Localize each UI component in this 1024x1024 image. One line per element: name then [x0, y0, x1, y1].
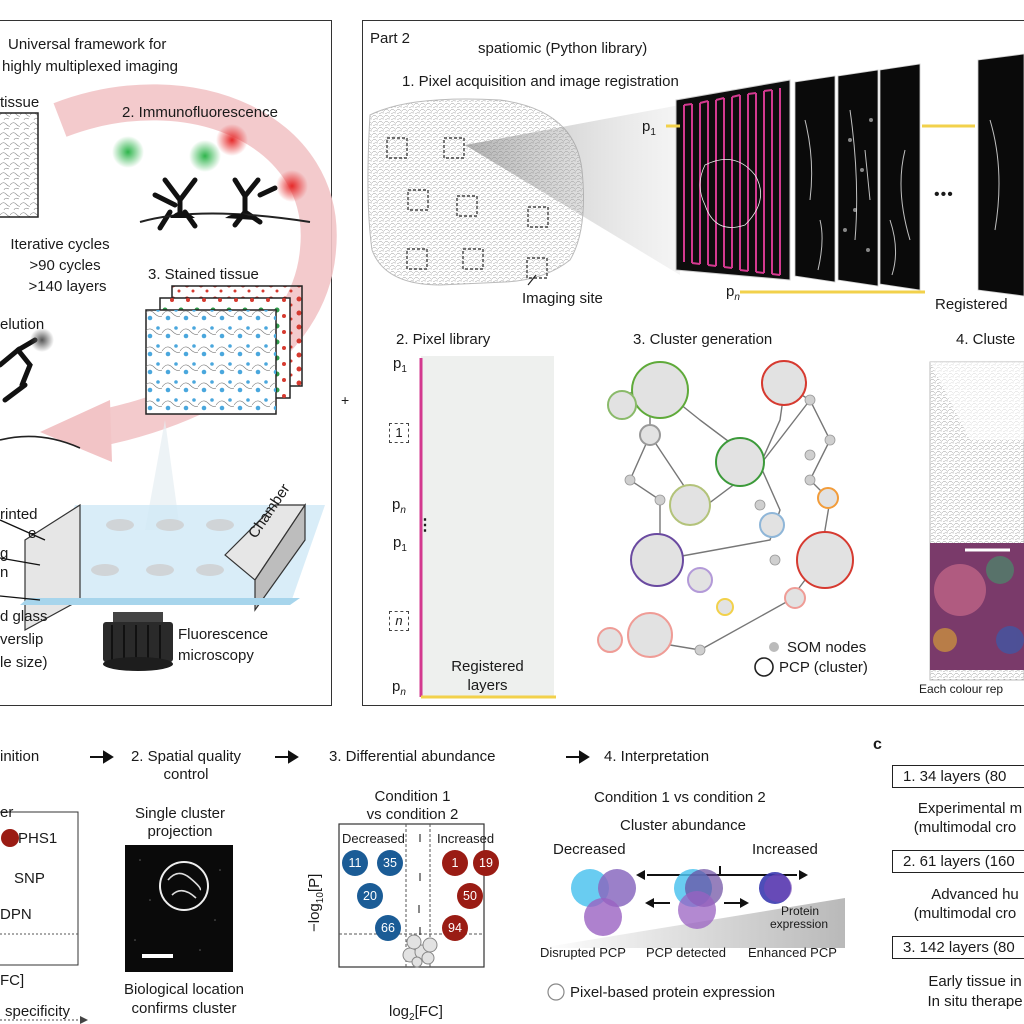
protein-line1: Protein — [780, 904, 820, 918]
marker-snp: SNP — [14, 870, 45, 887]
volcano-dot-1: 1 — [442, 850, 468, 876]
legend-som: SOM nodes — [787, 639, 867, 656]
panel-c-row3-line1: Early tissue in — [928, 973, 1022, 990]
specificity-cut: specificity — [5, 1003, 71, 1020]
glass-line3: le size) — [0, 654, 48, 671]
bio-location-line1: Biological location — [123, 981, 245, 998]
iterative-line2: >90 cycles — [29, 257, 101, 274]
lib-box-n: n — [389, 611, 409, 631]
protein-line2: expression — [769, 917, 829, 931]
printed-line2: e — [28, 525, 37, 542]
bottom-definition-cut: inition — [0, 748, 40, 765]
bottom-step4: 4. Interpretation — [604, 748, 710, 765]
bottom-step2-line1: 2. Spatial quality — [130, 748, 242, 765]
cond-line1: Condition 1 — [374, 788, 451, 805]
marker-dpn: DPN — [0, 906, 32, 923]
cluster-abundance: Cluster abundance — [620, 817, 746, 834]
volcano-xlabel: log2[FC] — [389, 1003, 443, 1023]
plus-sign: + — [341, 392, 350, 408]
marker-fc-cut: FC] — [0, 972, 25, 989]
bio-location-line2: confirms cluster — [131, 1000, 237, 1017]
part2-panel — [362, 20, 1024, 706]
lib-pn2: pn — [392, 678, 406, 698]
registered-cut-label: Registered — [935, 296, 1008, 313]
glass-line1: d glass — [0, 608, 48, 625]
volcano-dot-11: 11 — [342, 850, 368, 876]
pixel-based-legend: Pixel-based protein expression — [570, 984, 776, 1001]
panel-c-row1-line2: (multimodal cro — [913, 819, 1017, 836]
cond-line2: vs condition 2 — [366, 806, 459, 823]
panel-c-row2-box: 2. 61 layers (160 — [892, 850, 1024, 873]
step1-title: 1. Pixel acquisition and image registrat… — [402, 73, 679, 90]
lib-p1: p1 — [393, 355, 407, 375]
panel-c-row1-line1: Experimental m — [917, 800, 1023, 817]
volcano-dot-19: 19 — [473, 850, 499, 876]
g-line2: n — [0, 564, 9, 581]
g-line1: g — [0, 545, 9, 562]
panel-c-row3-line2: In situ therape — [927, 993, 1023, 1010]
interp-decreased: Decreased — [553, 841, 626, 858]
single-cluster-line1: Single cluster — [134, 805, 226, 822]
marker-header-cut: er — [0, 804, 14, 821]
volcano-increased: Increased — [437, 831, 495, 846]
part1-title-line1: Universal framework for — [8, 36, 167, 53]
step4-title-cut: 4. Cluste — [956, 331, 1016, 348]
volcano-dot-20: 20 — [357, 883, 383, 909]
lib-pn: pn — [392, 496, 406, 516]
stained-tissue-label: 3. Stained tissue — [148, 266, 259, 283]
lib-vdots: ⋮ — [417, 517, 433, 534]
volcano-ylabel: −log10[P] — [306, 873, 326, 932]
part1-title-line2: highly multiplexed imaging — [2, 58, 178, 75]
part2-label: Part 2 — [370, 30, 411, 47]
registered-layers-line1: Registered — [451, 658, 524, 675]
interp-increased: Increased — [752, 841, 818, 858]
fluorescence-line1: Fluorescence — [178, 626, 269, 643]
imaging-site-label: Imaging site — [522, 290, 603, 307]
panel-c-row2-line2: (multimodal cro — [913, 905, 1017, 922]
interp-disrupted: Disrupted PCP — [540, 945, 626, 960]
registered-layers-line2: layers — [467, 677, 508, 694]
tissue-label: tissue — [0, 94, 40, 111]
marker-phs1: PHS1 — [18, 830, 58, 847]
lib-p1b: p1 — [393, 534, 407, 554]
stack-ellipsis: ••• — [934, 186, 954, 203]
pn-label: pn — [726, 283, 740, 303]
interp-detected: PCP detected — [646, 945, 726, 960]
each-colour-cut: Each colour rep — [919, 682, 1004, 696]
immunofluorescence-label: 2. Immunofluorescence — [122, 104, 278, 121]
bottom-step2-line2: control — [163, 766, 209, 783]
bottom-step3: 3. Differential abundance — [329, 748, 496, 765]
fluorescence-line2: microscopy — [178, 647, 254, 664]
volcano-dot-66: 66 — [375, 915, 401, 941]
panel-c-row2-line1: Advanced hu — [931, 886, 1019, 903]
printed-line1: rinted — [0, 506, 38, 523]
interp-title: Condition 1 vs condition 2 — [594, 789, 766, 806]
single-cluster-line2: projection — [147, 823, 213, 840]
iterative-line3: >140 layers — [28, 278, 107, 295]
volcano-decreased: Decreased — [342, 831, 405, 846]
p1-label: p1 — [642, 118, 656, 138]
panel-c-row1-box: 1. 34 layers (80 — [892, 765, 1024, 788]
panel-c-row3-box: 3. 142 layers (80 — [892, 936, 1024, 959]
legend-pcp: PCP (cluster) — [779, 659, 868, 676]
volcano-dot-35: 35 — [377, 850, 403, 876]
lib-box-1: 1 — [389, 423, 409, 443]
elution-label: elution — [0, 316, 45, 333]
volcano-dot-50: 50 — [457, 883, 483, 909]
glass-line2: verslip — [0, 631, 44, 648]
step2-title: 2. Pixel library — [396, 331, 491, 348]
iterative-line1: Iterative cycles — [10, 236, 110, 253]
step3-title: 3. Cluster generation — [633, 331, 773, 348]
library-title: spatiomic (Python library) — [478, 40, 648, 57]
volcano-dot-94: 94 — [442, 915, 468, 941]
panel-c-label: c — [873, 736, 882, 753]
interp-enhanced: Enhanced PCP — [748, 945, 837, 960]
part1-panel — [0, 20, 332, 706]
